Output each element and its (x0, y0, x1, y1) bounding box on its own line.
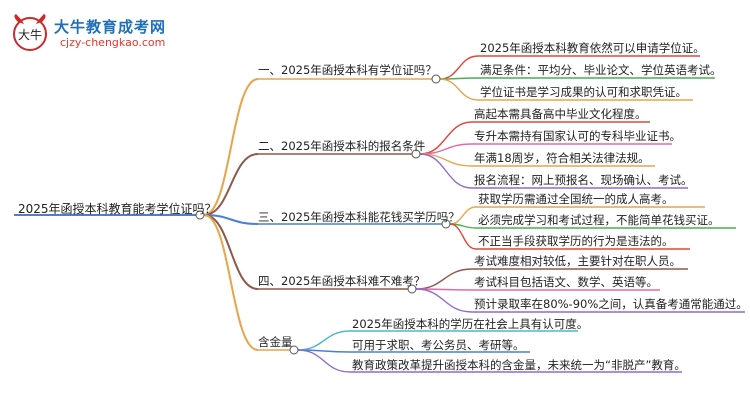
leaf-connector (439, 55, 479, 80)
leaf-node[interactable]: 可用于求职、考公务员、考研等。 (352, 338, 525, 352)
logo-url: cjzy-chengkao.com (60, 36, 166, 49)
leaf-connector (297, 330, 351, 351)
leaf-node[interactable]: 考试难度相对较低，主要针对在职人员。 (474, 254, 681, 268)
branch-collapse-dot (431, 74, 441, 84)
leaf-node[interactable]: 报名流程：网上预报名、现场确认、考试。 (474, 173, 693, 187)
branch-node-4[interactable]: 四、2025年函授本科难不难考？ (258, 274, 426, 288)
branch-node-5[interactable]: 含金量 (258, 335, 293, 349)
leaf-connector (297, 349, 351, 373)
branch-collapse-dot (441, 219, 451, 229)
logo-name: 大牛教育成考网 (54, 18, 167, 36)
leaf-node[interactable]: 不正当手段获取学历的行为是违法的。 (478, 234, 674, 248)
leaf-node[interactable]: 年满18周岁，符合相关法律法规。 (474, 151, 650, 165)
branch-node-3[interactable]: 三、2025年函授本科能花钱买学历吗？ (258, 210, 460, 224)
leaf-node[interactable]: 高起本需具备高中毕业文化程度。 (474, 107, 647, 121)
leaf-node[interactable]: 考试科目包括语文、数学、英语等。 (474, 275, 658, 289)
branch-collapse-dot (407, 284, 417, 294)
leaf-connector (439, 78, 479, 101)
logo-mark-text: 大牛 (18, 27, 42, 42)
branch-node-1[interactable]: 一、2025年函授本科有学位证吗？ (258, 63, 437, 77)
leaf-node[interactable]: 必须完成学习和考试过程，不能简单花钱买证。 (478, 213, 720, 227)
leaf-node[interactable]: 满足条件：平均分、毕业论文、学位英语考试。 (480, 63, 722, 77)
site-logo[interactable]: 大牛 大牛教育成考网 cjzy-chengkao.com (8, 14, 178, 54)
branch-connector (203, 214, 259, 225)
leaf-node[interactable]: 2025年函授本科教育依然可以申请学位证。 (480, 41, 705, 55)
leaf-connector (449, 223, 477, 250)
branch-connector (203, 78, 259, 216)
leaf-node[interactable]: 获取学历需通过全国统一的成人高考。 (478, 192, 674, 206)
leaf-node[interactable]: 2025年函授本科的学历在社会上具有认可度。 (352, 317, 589, 331)
leaf-node[interactable]: 学位证书是学习成果的认可和求职凭证。 (480, 85, 687, 99)
branch-collapse-dot (289, 345, 299, 355)
branch-connector (203, 214, 259, 290)
leaf-connector (415, 288, 473, 313)
leaf-node[interactable]: 预计录取率在80%-90%之间，认真备考通常能通过。 (474, 297, 748, 311)
branch-node-2[interactable]: 二、2025年函授本科的报名条件 (258, 139, 426, 153)
leaf-node[interactable]: 教育政策改革提升函授本科的含金量，未来统一为“非脱产”教育。 (352, 358, 686, 372)
bull-logo-icon: 大牛 (13, 14, 47, 51)
leaf-node[interactable]: 专升本需持有国家认可的专科毕业证书。 (474, 129, 681, 143)
branch-connector (203, 153, 259, 216)
branch-connector (203, 214, 259, 351)
root-collapse-dot (195, 210, 205, 220)
leaf-connector (419, 153, 473, 189)
branch-collapse-dot (411, 149, 421, 159)
root-node[interactable]: 2025年函授本科教育能考学位证吗？ (18, 202, 217, 216)
